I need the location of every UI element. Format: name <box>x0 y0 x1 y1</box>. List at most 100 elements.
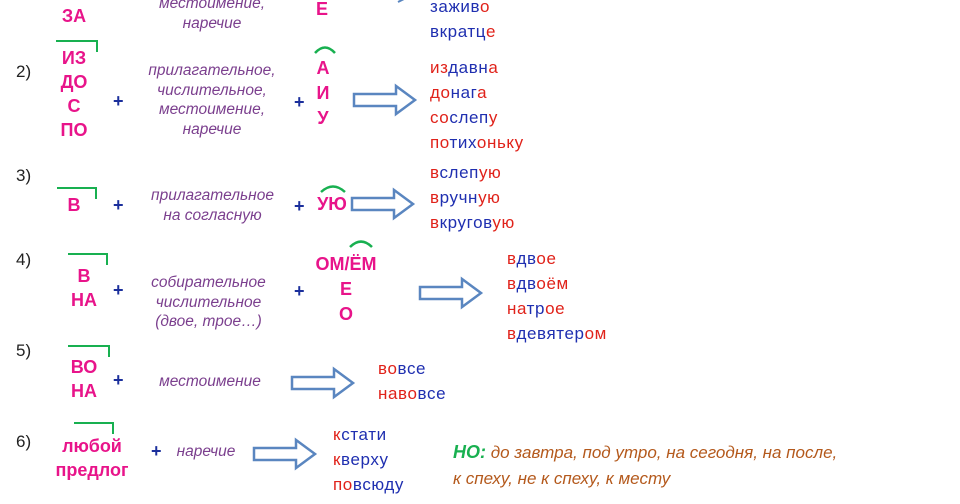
example-word: потихоньку <box>430 133 524 152</box>
prefix-s: С <box>67 96 81 116</box>
row-number: 2) <box>16 62 32 81</box>
row-number: 6) <box>16 432 32 451</box>
desc-line: местоимение, <box>158 0 266 12</box>
suffix-a: А <box>316 58 330 78</box>
arrow-icon <box>290 366 356 400</box>
example-word: кверху <box>333 450 389 469</box>
desc-line: прилагательное <box>151 187 274 204</box>
prefix-na: НА <box>71 381 97 401</box>
example-word: повсюду <box>333 475 405 494</box>
arrow-icon <box>350 187 416 221</box>
desc-line: собирательное <box>151 274 266 291</box>
examples: издавна донага сослепу потихоньку <box>430 55 524 155</box>
examples: вслепую вручную вкруговую <box>430 160 515 235</box>
desc-line: прилагательное, <box>148 62 276 79</box>
prefix-bracket <box>68 345 110 357</box>
desc-line: наречие <box>182 120 242 138</box>
part-of-speech: наречие <box>166 442 246 462</box>
part-of-speech: прилагательное, числительное, местоимени… <box>127 61 297 139</box>
prefix-bracket <box>56 40 98 52</box>
suffix-e: Е <box>315 0 328 19</box>
part-of-speech: местоимение, наречие <box>132 0 292 33</box>
prefix-do: ДО <box>60 72 88 92</box>
examples: вовсе навовсе <box>378 356 446 406</box>
example-word: натрое <box>507 299 566 318</box>
desc-line: (двое, трое…) <box>155 313 262 330</box>
row-number: 5) <box>16 341 32 360</box>
suffix-stack: А И У <box>311 56 335 131</box>
example-word: вдвоём <box>507 274 569 293</box>
prefix-stack: В НА <box>64 264 104 312</box>
example-word: вовсе <box>378 359 427 378</box>
example-word: вручную <box>430 188 501 207</box>
desc-line: местоимение <box>159 373 261 390</box>
arrow-icon <box>352 83 418 117</box>
prefix-stack: ИЗ ДО С ПО <box>54 46 94 142</box>
example-word: вкруговую <box>430 213 515 232</box>
plus-sign: + <box>294 92 305 112</box>
example-word: вдевятером <box>507 324 607 343</box>
prefix-stack: любой предлог <box>44 434 140 482</box>
suffix-o: О <box>338 304 353 324</box>
row-number: 4) <box>16 250 32 269</box>
prefix-any: любой <box>62 436 122 456</box>
prefix-iz: ИЗ <box>61 48 87 68</box>
plus-sign: + <box>113 195 124 215</box>
suffix-stack: ОМ/ЁМ Е О <box>302 252 390 327</box>
prefix-stack: В <box>62 193 86 217</box>
ending-mark-icon <box>314 46 336 54</box>
desc-line: местоимение, <box>158 101 266 118</box>
ending-mark-icon <box>349 240 373 248</box>
prefix-na: НА <box>71 290 97 310</box>
arrow-icon <box>252 437 318 471</box>
arrow-icon <box>418 276 484 310</box>
suffix-uyu: УЮ <box>317 194 347 214</box>
prefix-bracket <box>57 187 97 199</box>
example-word: издавна <box>430 58 499 77</box>
prefix-stack: ВО НА <box>64 355 104 403</box>
prefix-vo: ВО <box>70 357 98 377</box>
prefix-po: ПО <box>60 120 88 140</box>
suffix-i: И <box>316 83 330 103</box>
prefix-bracket <box>74 422 114 434</box>
suffix-om-yom: ОМ/ЁМ <box>315 254 377 274</box>
suffix-stack: УЮ <box>312 192 352 217</box>
row-number: 3) <box>16 166 32 185</box>
example-word: навовсе <box>378 384 447 403</box>
example-word: донага <box>430 83 488 102</box>
prefix-preposition: предлог <box>55 460 129 480</box>
plus-sign: + <box>113 91 124 111</box>
part-of-speech: собирательное числительное (двое, трое…) <box>126 273 291 332</box>
arrow-icon <box>397 0 405 3</box>
note-label: НО: <box>453 442 486 462</box>
note-line-2: к спеху, не к спеху, к месту <box>453 469 671 488</box>
example-word: кстати <box>333 425 387 444</box>
plus-sign: + <box>151 441 162 461</box>
prefix-bracket <box>68 253 108 265</box>
example-word: вдвое <box>507 249 557 268</box>
example-word: сослепу <box>430 108 498 127</box>
prefix-stack: ЗА <box>58 4 90 28</box>
suffix-e: Е <box>339 279 352 299</box>
prefix-za: ЗА <box>61 6 87 26</box>
prefix-v: В <box>67 195 81 215</box>
plus-sign: + <box>113 280 124 300</box>
note-line-1: до завтра, под утро, на сегодня, на посл… <box>490 443 838 462</box>
desc-line: наречие <box>182 14 242 32</box>
example-word: вкратце <box>430 22 496 41</box>
suffix-stack: Е <box>310 0 334 22</box>
examples: вдвое вдвоём натрое вдевятером <box>507 246 607 346</box>
examples: заживо вкратце <box>430 0 496 44</box>
ending-mark-icon <box>320 185 346 193</box>
desc-line: на согласную <box>163 206 262 224</box>
example-word: заживо <box>430 0 491 16</box>
examples: кстати кверху повсюду <box>333 422 404 497</box>
desc-line: наречие <box>176 443 236 460</box>
desc-line: числительное <box>155 293 262 311</box>
prefix-v: В <box>77 266 91 286</box>
plus-sign: + <box>294 281 305 301</box>
suffix-u: У <box>317 108 329 128</box>
plus-sign: + <box>294 196 305 216</box>
desc-line: числительное, <box>157 81 267 99</box>
plus-sign: + <box>113 370 124 390</box>
